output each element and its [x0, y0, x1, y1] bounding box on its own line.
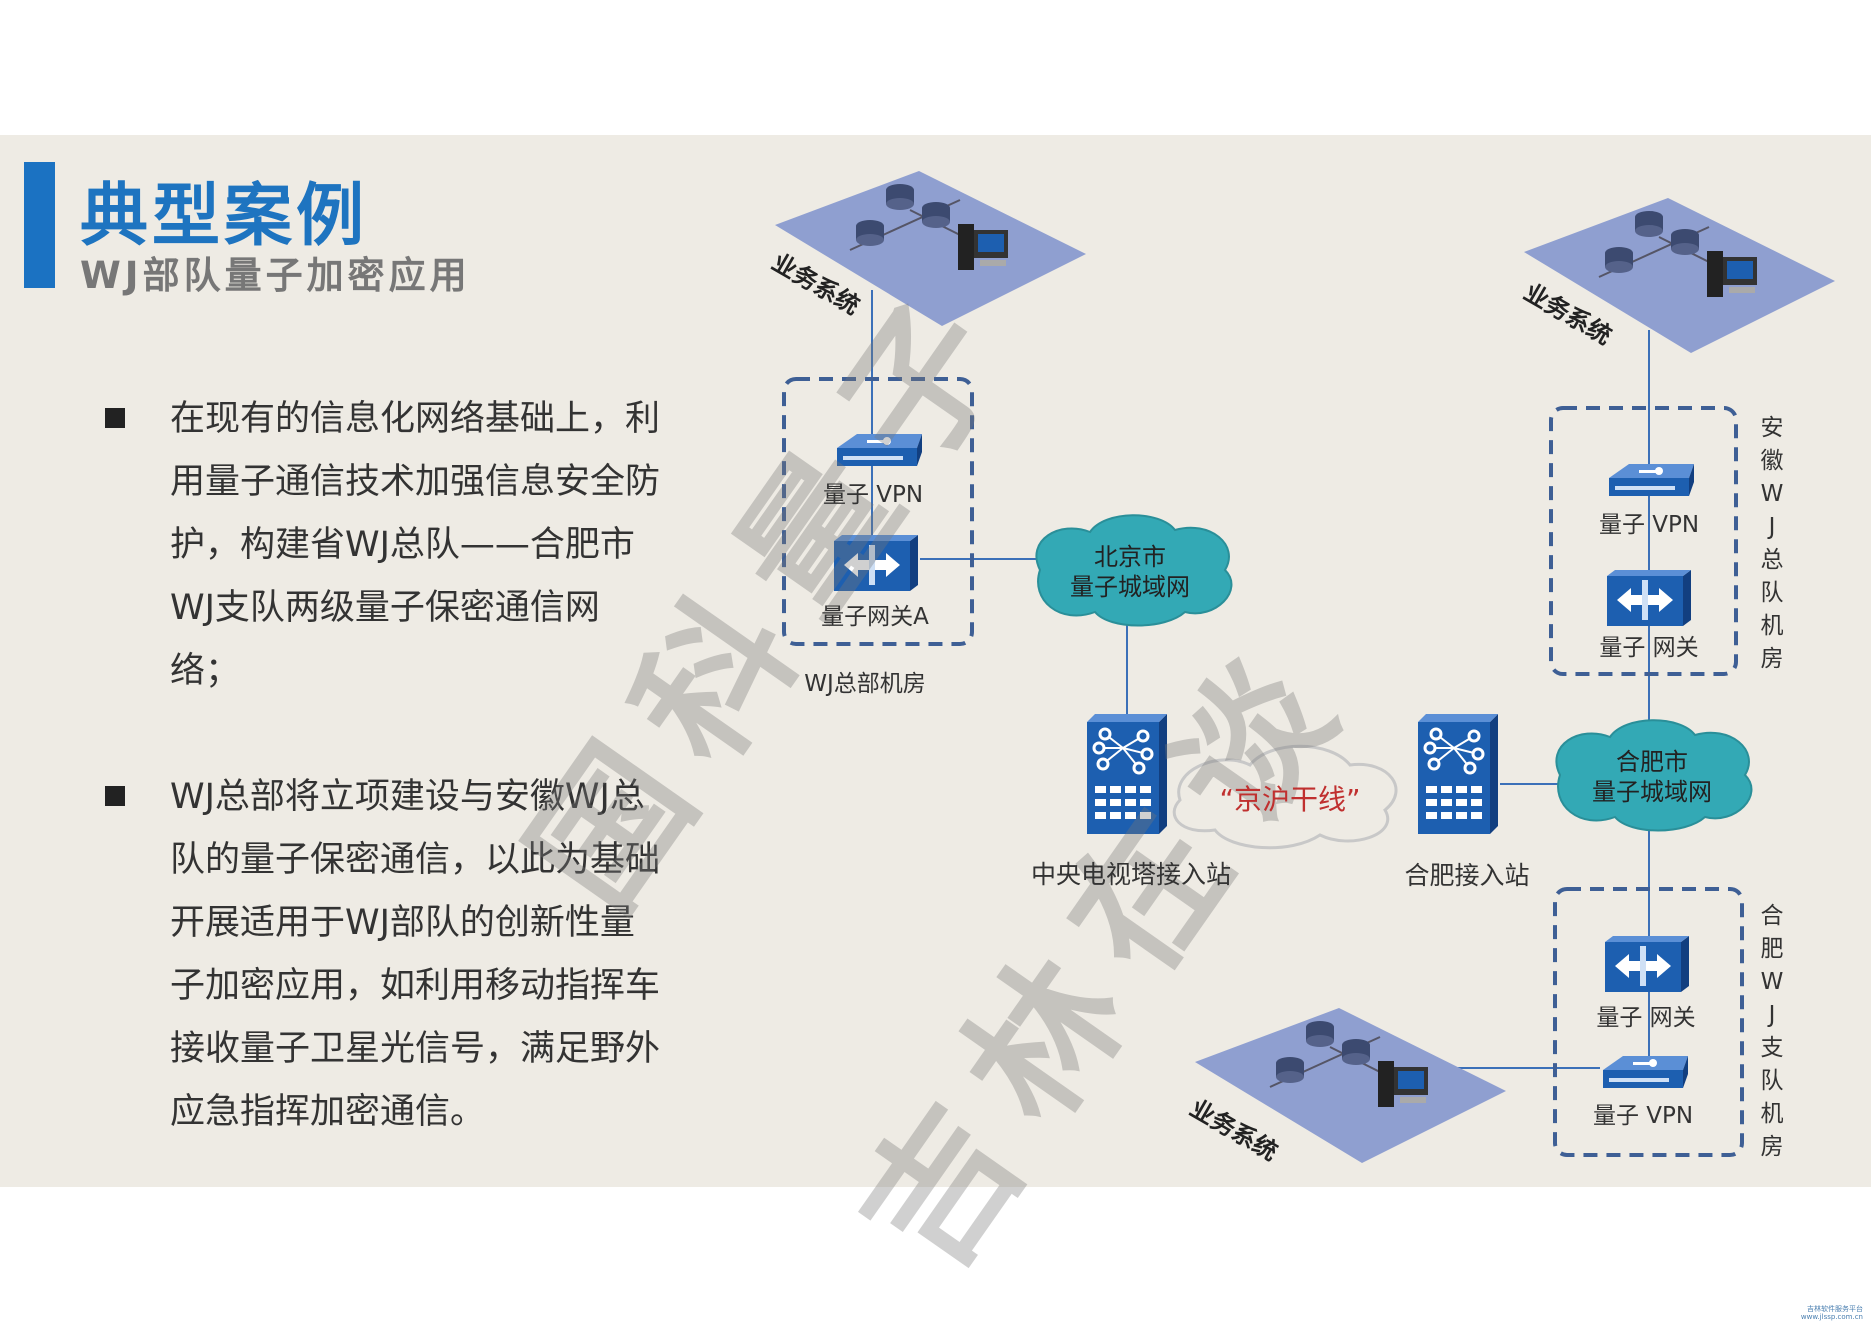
beijing-cloud-line1: 北京市	[1094, 543, 1166, 571]
beijing-cloud-line2: 量子城域网	[1070, 573, 1190, 601]
trunk-label: “京沪干线”	[1219, 783, 1361, 816]
anhui-room-label: 安徽WJ总队机房	[1760, 415, 1784, 672]
cctv-station-label: 中央电视塔接入站	[1030, 860, 1232, 889]
vpn-label: 量子 VPN	[1592, 1103, 1694, 1129]
vpn-label: 量子 VPN	[1598, 512, 1700, 538]
gateway-label: 量子 网关	[1596, 1005, 1696, 1031]
title-accent-bar	[24, 162, 55, 288]
gateway-icon	[1607, 570, 1691, 626]
hefei-cloud-icon	[1555, 719, 1753, 832]
bullet-text-1: 在现有的信息化网络基础上，利用量子通信技术加强信息安全防护，构建省WJ总队——合…	[170, 399, 661, 691]
anhui-room-box	[1549, 406, 1738, 676]
logo-name: 吉林软件服务平台	[1807, 1305, 1863, 1313]
vpn-icon	[1603, 1056, 1688, 1088]
logo-url: www.jlssp.com.cn	[1800, 1313, 1863, 1321]
trunk-cloud	[1172, 744, 1398, 850]
page-subtitle: WJ部队量子加密应用	[80, 254, 471, 297]
beijing-cloud-icon	[1035, 514, 1233, 627]
hefei-cloud-label: 合肥市 量子城域网	[1592, 747, 1712, 807]
vpn-icon	[1609, 464, 1694, 496]
hefei-cloud-line1: 合肥市	[1616, 748, 1688, 776]
vpn-label: 量子 VPN	[822, 482, 924, 508]
bullet-text-2: WJ总部将立项建设与安徽WJ总队的量子保密通信，以此为基础开展适用于WJ部队的创…	[170, 777, 661, 1132]
hefei-cloud-line2: 量子城域网	[1592, 778, 1712, 806]
platform-logo: 吉林软件服务平台 www.jlssp.com.cn	[1801, 1305, 1863, 1321]
hq-room-label: WJ总部机房	[804, 671, 926, 697]
hq-room-box	[782, 377, 974, 646]
hefei-station-label: 合肥接入站	[1404, 861, 1530, 890]
gateway-a-label: 量子网关A	[821, 604, 929, 630]
hefei-room-label: 合肥WJ支队机房	[1760, 903, 1784, 1160]
hefei-station-icon	[1416, 712, 1500, 836]
gateway-label: 量子 网关	[1599, 635, 1699, 661]
bullet-icon	[105, 408, 125, 428]
bullet-icon	[105, 786, 125, 806]
page-title: 典型案例	[80, 177, 369, 256]
beijing-cloud-label: 北京市 量子城域网	[1070, 542, 1190, 602]
gateway-icon	[1605, 936, 1689, 992]
hefei-room-box	[1553, 887, 1744, 1157]
